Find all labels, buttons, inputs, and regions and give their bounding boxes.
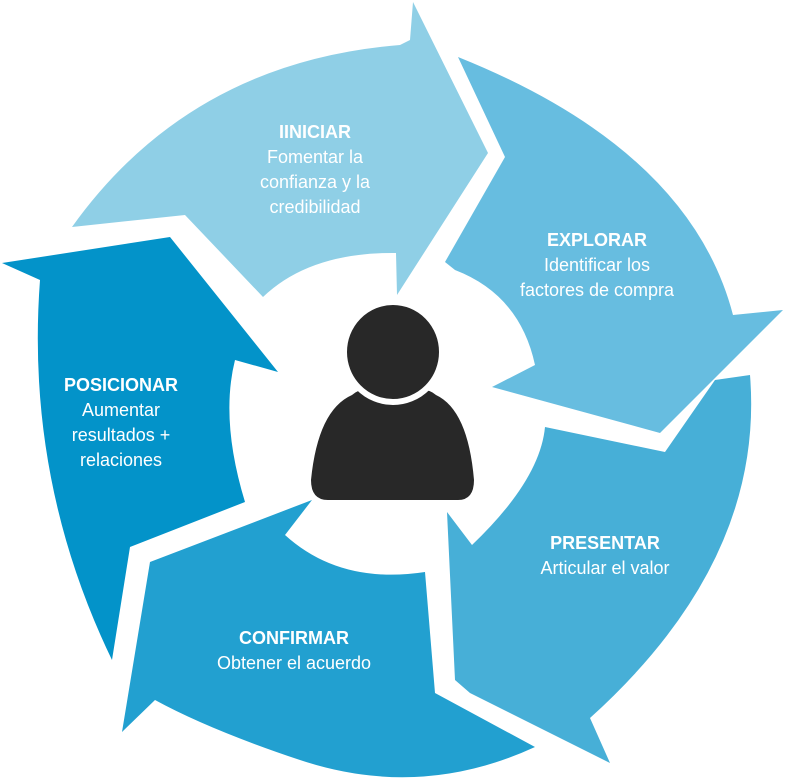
stage-confirmar: CONFIRMAR Obtener el acuerdo	[217, 626, 371, 676]
arrow-iniciar	[72, 2, 488, 297]
stage-desc: Obtener el acuerdo	[216, 653, 372, 673]
stage-desc: Articular el valor	[540, 558, 670, 578]
stage-title: EXPLORAR	[546, 230, 648, 250]
stage-desc: Fomentar la	[266, 147, 364, 167]
arrow-explorar	[445, 57, 783, 433]
stage-desc: factores de compra	[519, 280, 675, 300]
stage-title: POSICIONAR	[63, 375, 179, 395]
person-icon	[311, 299, 474, 500]
stage-desc: relaciones	[79, 450, 163, 470]
stage-title: PRESENTAR	[550, 533, 660, 553]
stage-posicionar: POSICIONAR Aumentar resultados + relacio…	[64, 373, 178, 473]
stage-presentar: PRESENTAR Articular el valor	[540, 531, 669, 581]
stage-desc: Identificar los	[543, 255, 651, 275]
stage-desc: Aumentar	[81, 400, 161, 420]
stage-title: CONFIRMAR	[238, 628, 349, 648]
stage-desc: resultados +	[71, 425, 171, 445]
stage-desc: credibilidad	[269, 197, 361, 217]
stage-title: IINICIAR	[278, 122, 351, 142]
arrow-posicionar	[2, 237, 278, 660]
stage-explorar: EXPLORAR Identificar los factores de com…	[520, 228, 674, 303]
arrow-presentar	[447, 375, 752, 763]
stage-iniciar: IINICIAR Fomentar la confianza y la cred…	[260, 120, 370, 220]
arrow-confirmar	[122, 500, 535, 778]
stage-desc: confianza y la	[259, 172, 371, 192]
